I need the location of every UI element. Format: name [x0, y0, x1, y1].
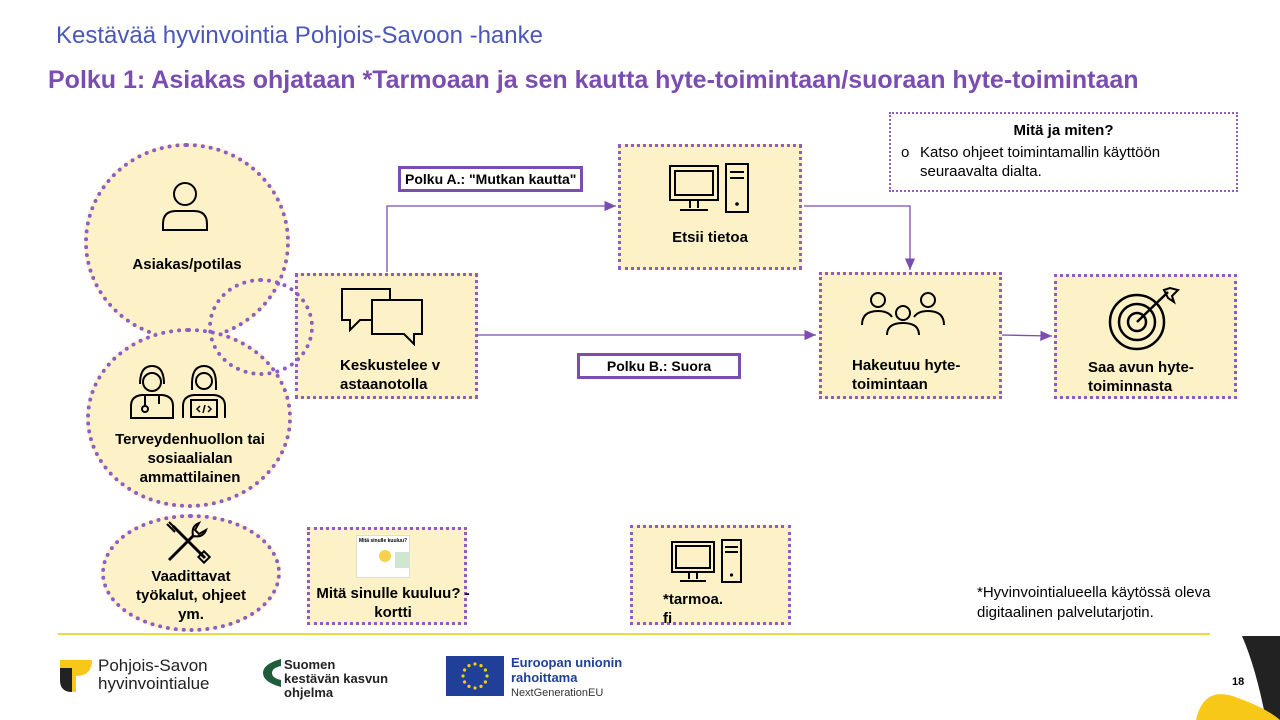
customer-label: Asiakas/potilas: [132, 256, 242, 273]
pohjois-savo-logo-icon: [60, 660, 92, 692]
seek-label: Hakeutuu hyte-toimintaan: [852, 357, 961, 393]
info-title: Mitä ja miten?: [1013, 122, 1114, 139]
footer-divider: [58, 633, 1210, 635]
logo-pohjois-savo-line1: Pohjois-Savon: [98, 656, 208, 675]
eu-label-line1: Euroopan unionin: [511, 655, 623, 670]
tools-icon: [166, 521, 211, 565]
logo-kestava-line2: kestävän kasvun: [284, 671, 389, 686]
office-worker-icon: [182, 364, 226, 418]
card-thumbnail-title: Mitä sinulle kuuluu?: [359, 538, 408, 544]
eu-label-line2: rahoittama: [511, 670, 578, 685]
path-a-to-seek-connector: [804, 205, 916, 270]
page-subtitle: Kestävää hyvinvointia Pohjois-Savoon -ha…: [56, 22, 543, 49]
site-tool-label: *tarmoa. fi: [663, 591, 724, 627]
seek-step-box: [819, 272, 1002, 399]
logo-kestava-line3: ohjelma: [284, 685, 334, 700]
seek-to-receive-connector: [1000, 330, 1053, 341]
info-bullet: o: [901, 144, 910, 161]
card-thumbnail-graphic: [379, 550, 391, 562]
corner-decoration: [1196, 636, 1280, 720]
computer-icon: [669, 163, 749, 213]
computer-icon: [671, 539, 742, 583]
card-thumbnail: Mitä sinulle kuuluu?: [356, 535, 410, 578]
group-icon: [861, 292, 945, 335]
kestava-kasvu-logo-icon: [263, 659, 281, 687]
footnote: *Hyvinvointialueella käytössä oleva digi…: [977, 584, 1211, 621]
card-thumbnail-graphic: [395, 552, 409, 568]
page-number: 18: [1232, 676, 1245, 688]
site-tool-box: [630, 525, 791, 625]
receive-label: Saa avun hyte-toiminnasta: [1088, 359, 1194, 395]
path-b-tag: Polku B.: Suora: [577, 353, 741, 379]
chat-bubbles-icon: [341, 288, 423, 346]
professional-label: Terveydenhuollon tai sosiaalialan ammatt…: [115, 431, 265, 486]
page-title: Polku 1: Asiakas ohjataan *Tarmoaan ja s…: [48, 66, 1139, 94]
tools-label: Vaadittavat työkalut, ohjeet ym.: [135, 568, 247, 623]
info-box: Mitä ja miten? o Katso ohjeet toimintama…: [889, 112, 1238, 192]
person-icon: [162, 182, 208, 231]
logo-pohjois-savo-line2: hyvinvointialue: [98, 674, 210, 693]
overlap-circle: [208, 278, 314, 376]
info-text: Katso ohjeet toimintamallin käyttöön seu…: [920, 144, 1161, 180]
tools-circle: [101, 514, 281, 632]
target-icon: [1108, 286, 1180, 351]
logo-kestava-line1: Suomen: [284, 657, 336, 672]
card-tool-label: Mitä sinulle kuuluu? -kortti: [316, 585, 470, 621]
discuss-label: Keskustelee vastaanotolla: [340, 357, 441, 393]
path-a-tag: Polku A.: "Mutkan kautta": [398, 166, 584, 192]
doctor-icon: [130, 364, 174, 419]
path-a-connector: [386, 200, 616, 272]
eu-label-line3: NextGenerationEU: [511, 687, 604, 699]
eu-flag-icon: [446, 656, 504, 696]
search-label: Etsii tietoa: [672, 229, 748, 246]
